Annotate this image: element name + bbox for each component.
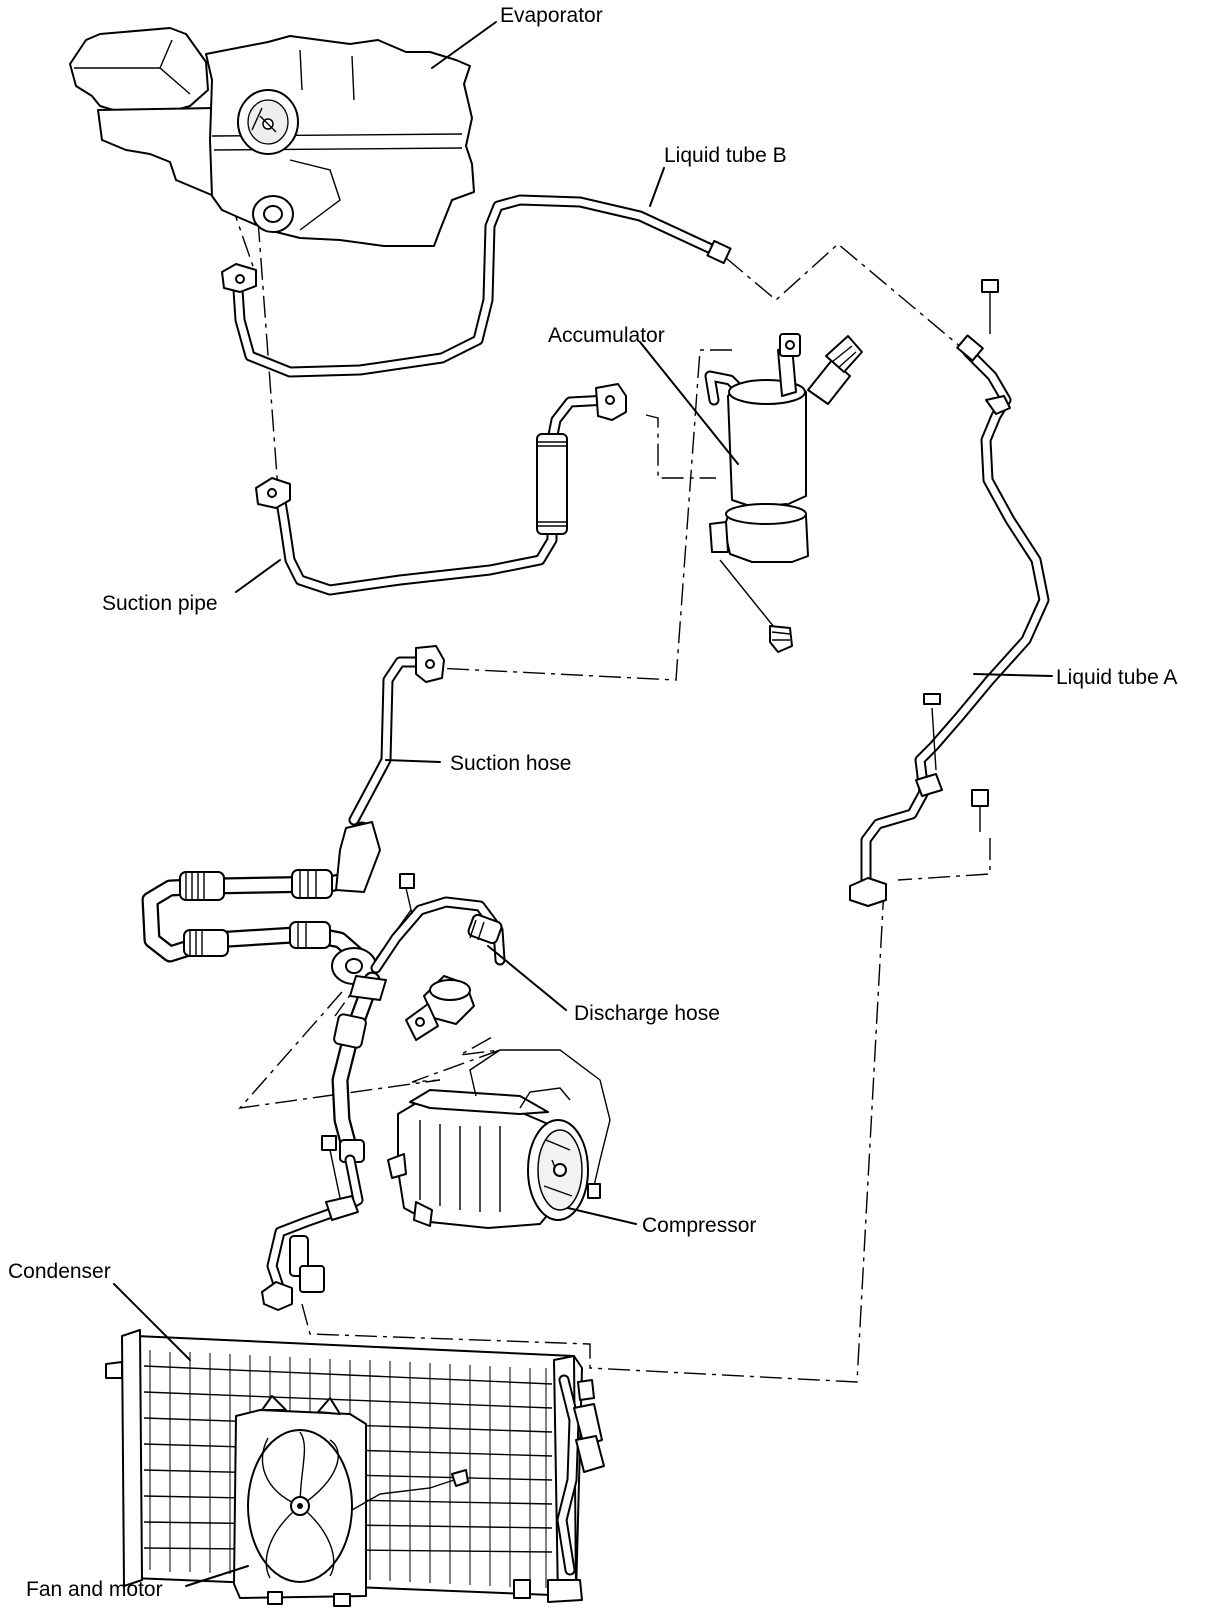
compressor [387, 1049, 611, 1229]
discharge-hose [261, 873, 506, 1311]
label-compressor: Compressor [642, 1214, 756, 1237]
alignment-lines [229, 199, 991, 1383]
suction-pipe [255, 383, 627, 596]
suction-hose [141, 645, 445, 985]
label-liquid-tube-b: Liquid tube B [664, 144, 787, 167]
leader-lines [113, 21, 1053, 1587]
label-liquid-tube-a: Liquid tube A [1056, 666, 1177, 689]
fan-and-motor [233, 1395, 469, 1607]
accumulator [704, 333, 863, 653]
label-suction-pipe: Suction pipe [102, 592, 218, 615]
label-suction-hose: Suction hose [450, 752, 571, 775]
label-fan-and-motor: Fan and motor [26, 1578, 163, 1601]
liquid-tube-a [849, 279, 1050, 907]
label-evaporator: Evaporator [500, 4, 603, 27]
label-discharge-hose: Discharge hose [574, 1002, 720, 1025]
evaporator [69, 27, 475, 247]
label-accumulator: Accumulator [548, 324, 665, 347]
liquid-tube-b [221, 194, 732, 378]
label-condenser: Condenser [8, 1260, 111, 1283]
labels: Evaporator Liquid tube B Accumulator Suc… [8, 4, 1177, 1601]
